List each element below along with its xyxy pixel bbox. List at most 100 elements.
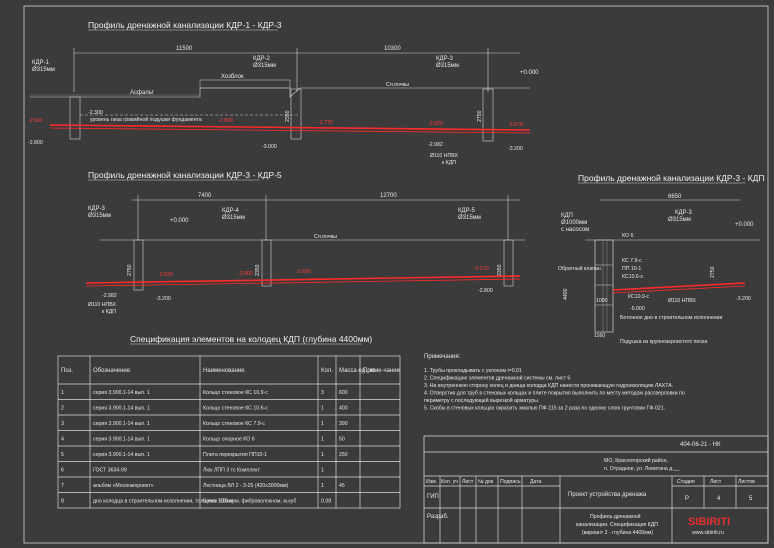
spec-grid: Поз. Обозначение Наименование Кол. Масса ед.… (57, 355, 401, 509)
well2-kdr5 (503, 239, 514, 287)
profile-kdr3-kdr5: Профиль дренажной канализации КДР-3 - КД… (85, 170, 525, 315)
spec-cell: серия 3.900.1-14 вып. 1 (93, 405, 150, 411)
profile3-lev-m3200: -3.200 (736, 296, 751, 302)
spec-header-cell: Кол. (321, 368, 333, 374)
profile2-dim2: 12700 (380, 193, 397, 199)
profile2-kdr5-d: Ø315мм (458, 215, 481, 221)
profile1-lev-p0: +0.000 (520, 70, 539, 76)
spec-cell: серия 3.900.1-14 вып. 1 (93, 421, 150, 427)
spec-cell: Кольцо стеновое КС 7.9-с (203, 421, 265, 427)
stamp-desc3: (вариант 2 - глубина 4400мм) (582, 530, 653, 536)
profile1-depth2: 2750 (477, 110, 483, 122)
profile2-kdr3-d: Ø315мм (88, 213, 111, 219)
spec-cell: 1 (321, 467, 324, 473)
stamp-project: Проект устройства дренажа (568, 491, 647, 498)
well-kdr3 (482, 88, 494, 142)
profile3-lev-p0: +0.000 (735, 222, 754, 228)
profile2-soil: Сл.почвы (314, 234, 337, 240)
spec-cell: 2 (61, 405, 64, 411)
profile1-pipe: Ø110 НПВХ (430, 153, 458, 159)
note-item: 3. На внутреннюю сторону колец и днища к… (424, 383, 673, 389)
profile3-inner-dim: 1000 (596, 298, 608, 304)
hozblock-box (199, 79, 291, 89)
spec-cell: 1 (321, 452, 324, 458)
spec-header-cell: Обозначение (93, 368, 131, 374)
stamp-sheet-h: Лист (710, 479, 722, 485)
profile1-lev-r1: -2.300 (88, 110, 103, 116)
sheet-frame (23, 5, 769, 544)
spec-header-cell: Наименование (203, 368, 245, 374)
profile2-lev-r2: -2.800 (238, 271, 253, 277)
profile1-lev-m3000: -3.000 (262, 144, 277, 150)
spec-cell: 6 (61, 467, 64, 473)
notes-heading: Примечания: (424, 354, 461, 360)
profile1-lev-m2982: -2.982 (428, 142, 443, 148)
stamp-stage-h: Стадия (677, 479, 695, 485)
profile3-title: Профиль дренажной канализации КДР-3 - КД… (578, 173, 765, 183)
sibiriti-logo-sub: www.sibiriti.ru (692, 530, 724, 536)
notes-list: 1. Трубы прокладывать с уклоном i=0,012.… (424, 368, 685, 412)
spec-header-cell: Поз. (61, 368, 73, 374)
spec-cell: 45 (339, 483, 345, 489)
profile1-dim2: 10300 (384, 46, 401, 52)
profile1-lev-r6: -2.500 (28, 118, 43, 124)
profile1-kdr3: КДР-3 (436, 56, 454, 62)
stamp-col-sign: Подпись (500, 479, 521, 485)
spec-cell: альбом «Мосинжпроект» (93, 483, 154, 489)
profile2-dim1: 7400 (198, 193, 212, 199)
spec-cell: 3 (61, 421, 64, 427)
profile2-kdr3: КДР-3 (88, 206, 106, 212)
stamp-sheets-h: Листов (738, 479, 755, 485)
spec-cell: Кольцо опорное КО 6 (203, 436, 255, 442)
profile1-kdr2-d: Ø315мм (253, 63, 276, 69)
profile3-dim1: 6650 (668, 194, 682, 200)
well-kdr2 (290, 88, 302, 140)
stamp-desc1: Профиль дренажной (590, 513, 641, 520)
profile3-kdp-d: Ø1000мм (561, 220, 587, 226)
spec-cell: 400 (339, 405, 348, 411)
title-block: 404-06-21 - НК МО, Красногорский район, … (423, 435, 769, 544)
spec-cell: серия 3.900.1-14 вып. 1 (93, 452, 150, 458)
spec-cell: 0.08 (321, 498, 331, 504)
well2-kdr4 (261, 239, 272, 287)
note-item: 1. Трубы прокладывать с уклоном i=0,01 (424, 368, 522, 374)
profile1-soil: Сл.почвы (386, 82, 409, 88)
profile2-depth1: 2750 (127, 264, 133, 276)
spec-cell: серия 3.900.1-14 вып. 1 (93, 390, 150, 396)
stamp-sheet: 4 (717, 496, 721, 502)
spec-cell: 390 (339, 421, 348, 427)
profile1-kdr1-d: Ø315мм (32, 67, 55, 73)
spec-title: Спецификация элементов на колодец КДП (г… (130, 334, 372, 344)
profile2-depth2: 2350 (255, 264, 261, 276)
spec-cell: 4 (61, 436, 64, 442)
spec-cell: 1 (321, 405, 324, 411)
stamp-stage: Р (685, 496, 689, 502)
profile3-pp101: ПП 10-1 (622, 266, 641, 272)
stamp-sheets: 5 (749, 496, 753, 502)
spec-cell: 600 (339, 390, 348, 396)
profile3-concrete: Бетонное дно в строительном исполнении (620, 315, 722, 321)
profile2-kdr4: КДР-4 (222, 208, 240, 214)
stamp-code: 404-06-21 - НК (680, 442, 721, 448)
spec-table: Спецификация элементов на колодец КДП (г… (57, 334, 401, 509)
profile2-lev-r3: -2.600 (296, 269, 311, 275)
spec-cell: Люк ЛПП 3 тс Комплект (203, 467, 261, 473)
profile1-to: к КДП (442, 160, 456, 166)
profile1-kdr1: КДР-1 (32, 60, 50, 66)
profile1-hozblock: Хозблок (221, 74, 244, 80)
profile3-sand: Подушка из крупнозернистого песка (620, 339, 707, 345)
stamp-col-izm: Изм. (426, 479, 437, 485)
spec-header-cell: Масса ед., кг. (339, 368, 376, 374)
spec-cell: ГОСТ 3634-99 (93, 467, 127, 473)
spec-cell: 1 (321, 436, 324, 442)
profile-kdr3-kdp: Профиль дренажной канализации КДР-3 - КД… (558, 173, 765, 345)
profile1-lev-r2: -2.800 (218, 118, 233, 124)
profile2-title: Профиль дренажной канализации КДР-3 - КД… (88, 170, 282, 180)
profile3-ks106: КС10.6-с (622, 274, 644, 280)
profile2-pipe: Ø110 НПВХ (88, 302, 116, 308)
well-kdr1 (69, 96, 81, 140)
profile2-kdr5: КДР-5 (458, 208, 476, 214)
profile1-kdr2: КДР-2 (253, 56, 271, 62)
stamp-address2: п. Отрадное, ул. Левитана д.__ (604, 466, 679, 472)
profile1-lev-m3200: -3.200 (508, 146, 523, 152)
